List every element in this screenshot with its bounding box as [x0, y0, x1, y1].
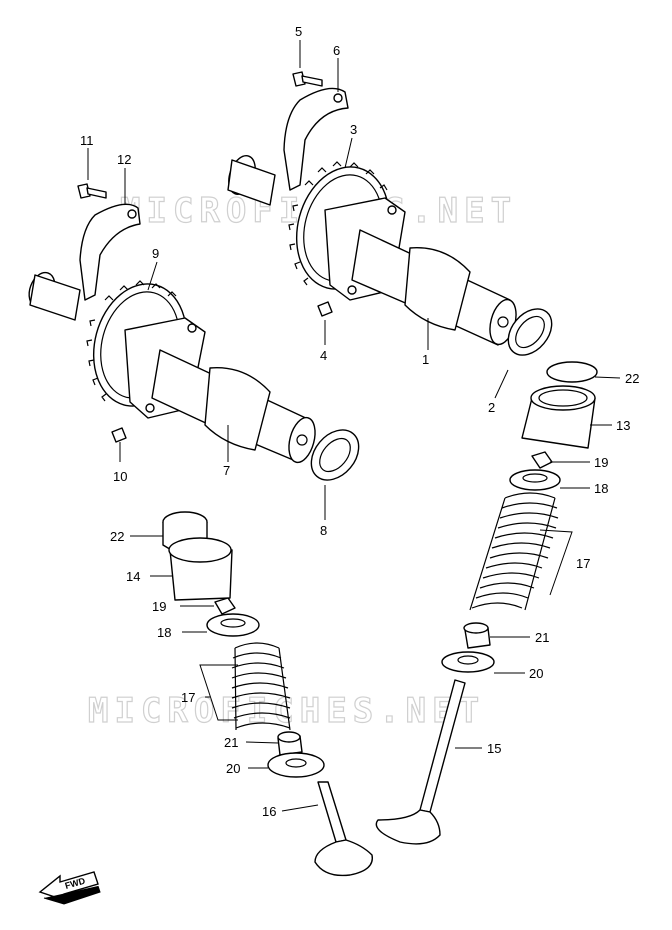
- label-17-left: 17: [181, 690, 195, 705]
- spring-17-right: [469, 492, 559, 611]
- tappet-13: [521, 385, 596, 449]
- watermark-bottom: MICROFICHES.NET: [88, 691, 485, 731]
- key-4: [317, 301, 333, 317]
- label-18-right: 18: [594, 481, 608, 496]
- label-8: 8: [320, 523, 327, 538]
- shim-22-right: [546, 361, 598, 383]
- label-6: 6: [333, 43, 340, 58]
- label-2: 2: [488, 400, 495, 415]
- tappet-14: [168, 537, 233, 601]
- label-18-left: 18: [157, 625, 171, 640]
- label-20-right: 20: [529, 666, 543, 681]
- seat-20-right: [441, 651, 495, 673]
- guide-bracket-6: [283, 87, 349, 191]
- label-4: 4: [320, 348, 327, 363]
- callout-labels: 5 6 3 4 1 2 11 12 9 10 7 8 22 13 19 18 1…: [80, 24, 639, 819]
- washer-2: [507, 308, 553, 356]
- seat-20-left: [267, 752, 325, 778]
- forward-arrow-icon: FWD: [38, 871, 101, 905]
- seal-21-left: [277, 731, 303, 756]
- seal-21-right: [463, 622, 491, 649]
- label-13: 13: [616, 418, 630, 433]
- label-19-right: 19: [594, 455, 608, 470]
- label-17-right: 17: [576, 556, 590, 571]
- leader-lines: [87, 40, 621, 812]
- label-15: 15: [487, 741, 501, 756]
- label-5: 5: [295, 24, 302, 39]
- valve-15: [375, 679, 466, 845]
- label-21-left: 21: [224, 735, 238, 750]
- retainer-18-right: [509, 469, 561, 491]
- label-22-right: 22: [625, 371, 639, 386]
- label-21-right: 21: [535, 630, 549, 645]
- bolt-5: [292, 71, 323, 87]
- label-19-left: 19: [152, 599, 166, 614]
- label-11: 11: [80, 133, 94, 148]
- spring-17-left: [231, 642, 291, 731]
- key-10: [111, 427, 127, 443]
- label-7: 7: [223, 463, 230, 478]
- label-3: 3: [350, 122, 357, 137]
- cotter-19-right: [531, 451, 553, 469]
- label-9: 9: [152, 246, 159, 261]
- guide-bracket-12: [79, 203, 141, 301]
- label-14: 14: [126, 569, 140, 584]
- retainer-18-left: [206, 613, 260, 637]
- washer-8: [310, 429, 360, 481]
- camshaft-upper: [227, 155, 517, 346]
- label-20-left: 20: [226, 761, 240, 776]
- camshaft-lower: [28, 271, 316, 464]
- bolt-11: [77, 183, 107, 199]
- label-10: 10: [113, 469, 127, 484]
- valve-16: [314, 781, 374, 877]
- label-16: 16: [262, 804, 276, 819]
- label-22-left: 22: [110, 529, 124, 544]
- label-12: 12: [117, 152, 131, 167]
- label-1: 1: [422, 352, 429, 367]
- cotter-19-left: [214, 597, 236, 615]
